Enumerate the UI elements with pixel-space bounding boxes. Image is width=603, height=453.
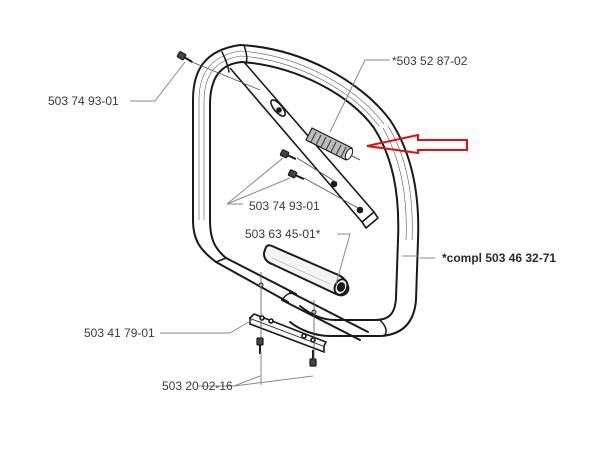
bolt-mid-1 — [279, 149, 297, 160]
leader-lines — [130, 59, 435, 387]
grip-sleeve — [262, 244, 350, 297]
label-grip: 503 63 45-01* — [245, 227, 321, 241]
assembly-lines — [191, 61, 359, 360]
bolt-mid-2 — [287, 169, 305, 180]
frame-holes — [258, 282, 317, 315]
label-bolt-top: 503 74 93-01 — [48, 94, 119, 108]
spring-part — [305, 127, 361, 161]
handle-frame — [192, 44, 420, 341]
label-spring: *503 52 87-02 — [392, 54, 468, 68]
bolt-icons — [176, 51, 317, 367]
label-bracket: 503 41 79-01 — [84, 326, 155, 340]
highlight-arrow — [366, 133, 468, 155]
screw-2 — [309, 350, 317, 367]
mounting-bracket — [249, 313, 328, 354]
label-screws: 503 20 02-16 — [162, 379, 233, 393]
label-bolts-mid: 503 74 93-01 — [249, 199, 320, 213]
label-handle-complete: *compl 503 46 32-71 — [442, 251, 557, 265]
screw-1 — [256, 337, 264, 354]
bolt-top — [176, 51, 193, 63]
